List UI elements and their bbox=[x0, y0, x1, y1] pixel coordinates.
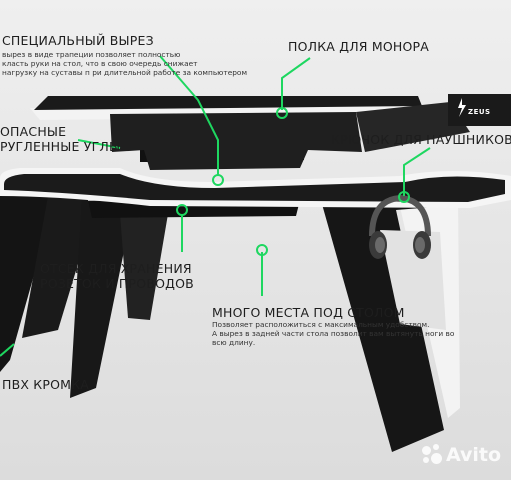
callout-shelf-title: ПОЛКА ДЛЯ МОНОРА bbox=[288, 39, 430, 54]
brand-logo-text: ZEUS bbox=[468, 108, 491, 116]
callout-cutout-line-2: класть руки на стол, что в свою очередь … bbox=[2, 59, 198, 68]
callout-legroom-line-3: всю длину. bbox=[212, 338, 256, 347]
callout-marker-shelf bbox=[276, 107, 288, 119]
callout-line-edge bbox=[0, 343, 15, 357]
avito-dots-icon bbox=[421, 444, 443, 466]
desk-right-leg-dark bbox=[318, 190, 462, 452]
desk-back-panel bbox=[110, 112, 362, 170]
avito-watermark: Avito bbox=[421, 444, 501, 466]
callout-sockets-line-2: РОЗЕТОК И ПРОВОДОВ bbox=[40, 276, 194, 291]
callout-legroom-title: МНОГО МЕСТА ПОД СТОЛОМ bbox=[212, 305, 405, 320]
callout-marker-hook bbox=[398, 191, 410, 203]
callout-line-hook bbox=[403, 147, 431, 196]
desk-back-panel-side bbox=[356, 102, 470, 152]
callout-cutout-title: СПЕЦИАЛЬНЫЙ ВЫРЕЗ bbox=[2, 33, 154, 48]
desktop-surface bbox=[4, 174, 505, 202]
callout-hook-title: КРЮЧОК ДЛЯ НАУШНИКОВ bbox=[331, 132, 511, 147]
monitor-shelf-top bbox=[34, 96, 422, 110]
callout-legroom-line-2: А вырез в задней части стола позволит ва… bbox=[212, 329, 455, 338]
desk-back-leg bbox=[120, 214, 168, 320]
callout-line-shelf bbox=[281, 57, 311, 110]
desk-left-leg-front bbox=[22, 196, 98, 338]
desk-center-leg bbox=[70, 196, 150, 398]
callout-line-corners bbox=[77, 139, 121, 149]
callout-legroom-line-1: Позволяет расположиться с максимальным у… bbox=[212, 320, 430, 329]
callout-cutout-line-1: вырез в виде трапеции позволяет полность… bbox=[2, 50, 181, 59]
callout-sockets-line-1: ОТСЕК ДЛЯ ХРАНЕНИЯ bbox=[40, 261, 192, 276]
callout-marker-sockets bbox=[176, 204, 188, 216]
callout-line-cutout bbox=[159, 55, 219, 176]
callout-corners-line-2: РУГЛЕННЫЕ УГЛЫ bbox=[0, 139, 121, 154]
callout-edge-title: ПВХ КРОМКА bbox=[2, 377, 89, 392]
avito-watermark-text: Avito bbox=[445, 444, 501, 466]
callout-marker-legroom bbox=[256, 244, 268, 256]
brand-board bbox=[448, 94, 511, 126]
callout-marker-cutout bbox=[212, 174, 224, 186]
desk-right-leg-cutout bbox=[380, 230, 446, 330]
callout-corners-line-1: ОПАСНЫЕ bbox=[0, 124, 67, 139]
callout-cutout-line-3: нагрузку на суставы п ри длительной рабо… bbox=[2, 68, 248, 77]
lightning-icon bbox=[458, 98, 466, 117]
